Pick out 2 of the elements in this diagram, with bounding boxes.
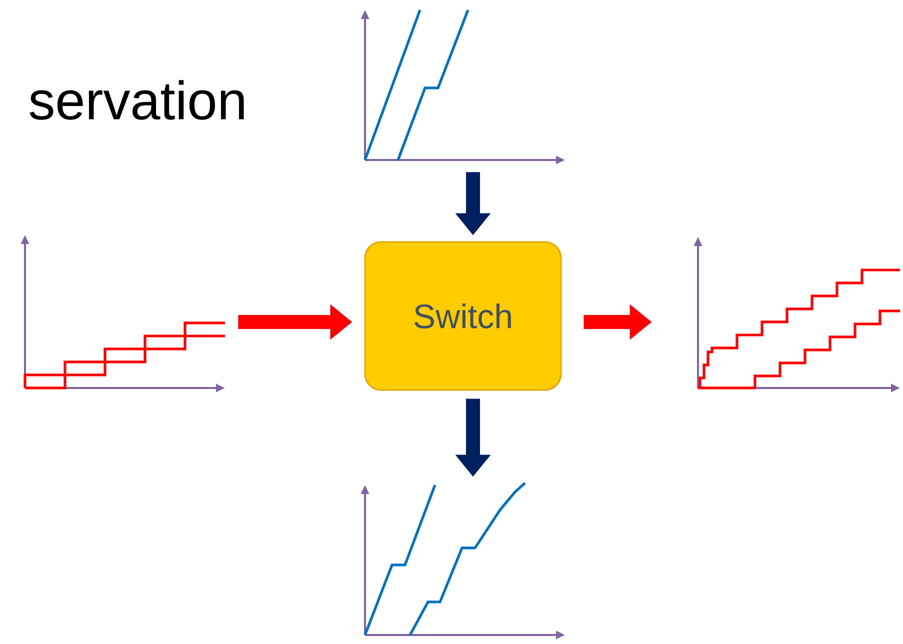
title: servation (30, 80, 244, 120)
process-box: Switch (364, 241, 562, 391)
